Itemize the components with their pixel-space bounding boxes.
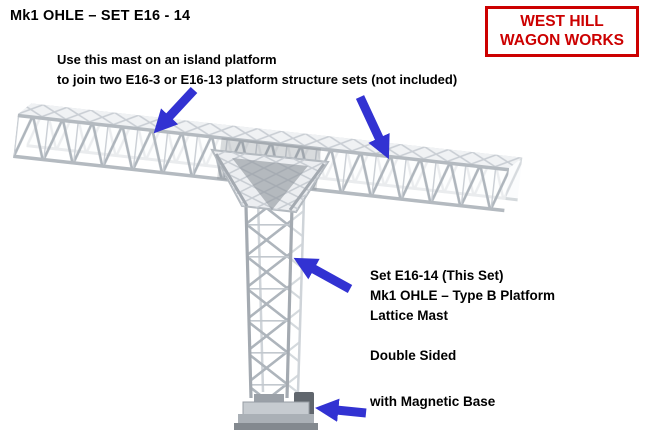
brand-logo-line1: WEST HILL (520, 13, 604, 30)
set-annotation: Set E16-14 (This Set) Mk1 OHLE – Type B … (370, 266, 555, 412)
annotation-mast-line: Lattice Mast (370, 308, 449, 323)
lattice-mast (244, 197, 306, 399)
usage-instruction-line1: Use this mast on an island platform (57, 52, 277, 67)
usage-instruction-line2: to join two E16-3 or E16-13 platform str… (57, 72, 458, 87)
annotation-base-line: with Magnetic Base (370, 394, 496, 409)
annotation-type-line: Mk1 OHLE – Type B Platform (370, 288, 556, 303)
annotation-arrows (153, 86, 390, 422)
usage-instruction: Use this mast on an island platform to j… (57, 50, 457, 90)
mast-bracket (210, 148, 330, 214)
brand-logo: WEST HILL WAGON WORKS (485, 6, 639, 57)
arrow-mast-icon (293, 257, 353, 293)
arrow-base-icon (315, 398, 367, 422)
magnetic-base (234, 392, 318, 430)
arrow-truss-right-icon (355, 95, 390, 160)
annotation-set-line: Set E16-14 (This Set) (370, 268, 504, 283)
arrow-truss-left-icon (153, 86, 198, 134)
annotation-sided-line: Double Sided (370, 348, 457, 363)
brand-logo-line2: WAGON WORKS (500, 32, 624, 50)
page-title: Mk1 OHLE – SET E16 - 14 (10, 8, 191, 24)
